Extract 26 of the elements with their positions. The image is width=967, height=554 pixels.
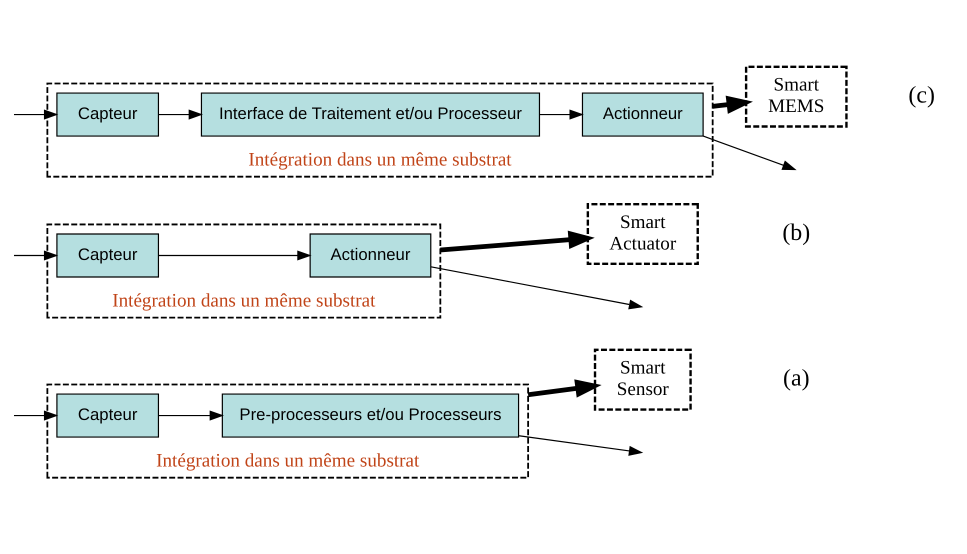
arrow [440, 230, 595, 252]
node-box: Capteur [56, 393, 160, 438]
arrow [14, 110, 58, 120]
arrow [158, 110, 203, 120]
node-box: Smart Actuator [586, 202, 699, 266]
node-box: Capteur [56, 233, 160, 278]
node-box: Actionneur [582, 92, 704, 137]
node-box: Smart Sensor [594, 348, 692, 411]
arrow [158, 250, 312, 261]
label: (a) [783, 366, 810, 392]
arrow [14, 410, 58, 421]
node-box: Smart MEMS [744, 66, 848, 128]
node-box: Pre-processeurs et/ou Processeurs [222, 393, 520, 438]
label: (c) [908, 82, 935, 109]
arrow [430, 266, 644, 310]
arrow [158, 410, 224, 421]
node-box: Actionneur [310, 233, 432, 278]
label: (b) [782, 220, 810, 246]
arrow [518, 435, 644, 456]
arrow [528, 379, 602, 398]
arrow [14, 250, 58, 261]
node-box: Capteur [56, 92, 160, 137]
node-box: Interface de Traitement et/ou Processeur [200, 92, 540, 137]
arrow [703, 136, 797, 170]
arrow [540, 110, 584, 120]
arrow [712, 96, 753, 114]
